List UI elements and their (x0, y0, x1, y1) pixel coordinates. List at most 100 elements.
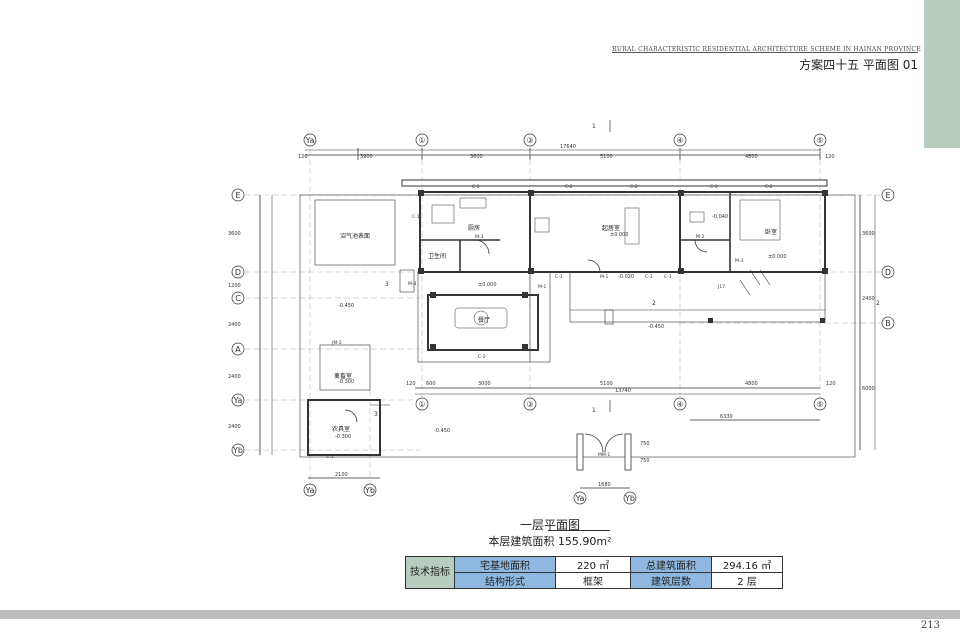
tech-table-header: 技术指标 (405, 556, 455, 589)
axis-bottom-2: ③ (526, 400, 533, 409)
structure-value: 框架 (555, 572, 631, 589)
plan-caption-title: 一层平面图 (519, 518, 580, 532)
dim-misc-2: 6330 (720, 414, 733, 420)
win-7: C-1 (645, 274, 653, 280)
elev-7: -0.300 (338, 379, 354, 385)
section-mark-3: 2 (876, 300, 880, 307)
room-poultry: 禽畜室 (334, 372, 352, 380)
dim-left-2: 2400 (228, 322, 241, 328)
section-mark-0: 1 (592, 123, 596, 130)
door-6: M-1 (538, 284, 547, 290)
dim-bottom-5: 120 (826, 381, 836, 387)
dim-misc-4: 750 (640, 458, 650, 464)
room-biogas: 沼气池表面 (340, 232, 370, 240)
dim-right-1: 2400 (862, 296, 875, 302)
dim-bottom-3: 5100 (600, 381, 613, 387)
tech-indicator-table: 技术指标 宅基地面积 220 ㎡ 总建筑面积 294.16 ㎡ 结构形式 框架 … (405, 556, 783, 589)
door-5: MM-1 (598, 452, 610, 458)
win-6: C-1 (555, 274, 563, 280)
dim-left-4: 2400 (228, 424, 241, 430)
dim-top-4: 4800 (745, 154, 758, 160)
dim-bottom-0: 120 (406, 381, 416, 387)
header-rule (612, 52, 918, 53)
win-2: C-2 (630, 184, 638, 190)
axis-bottom-3: ④ (676, 400, 683, 409)
axis-left-5: Yb (232, 446, 243, 455)
win-3: C-1 (710, 184, 718, 190)
axis-bottom-4: ⑤ (816, 400, 823, 409)
dim-misc-1: 1680 (598, 482, 611, 488)
axis-right-1: D (885, 268, 891, 277)
elev-5: -0.450 (648, 324, 664, 330)
caption-rule (548, 530, 610, 531)
plan-caption-area: 本层建筑面积 155.90m² (488, 535, 612, 548)
section-mark-1: 1 (592, 407, 596, 414)
door-7: JM-2 (331, 340, 342, 346)
axis-top-1: ① (418, 136, 425, 145)
axis-left-2: C (235, 294, 241, 303)
axis-left-3: A (235, 345, 241, 354)
axis-left-4: Ya (233, 396, 243, 405)
total-area-label: 总建筑面积 (630, 556, 712, 573)
elev-0: ±0.000 (478, 282, 497, 288)
structure-label: 结构形式 (454, 572, 556, 589)
door-1: M-3 (408, 281, 417, 287)
room-bedroom: 卧室 (765, 228, 777, 236)
door-3: M-2 (696, 234, 705, 240)
floors-value: 2 层 (711, 572, 783, 589)
dim-right-0: 3600 (862, 231, 875, 237)
win-4: C-2 (765, 184, 773, 190)
axis-top-0: Ya (305, 136, 315, 145)
dim-top-1: 3900 (360, 154, 373, 160)
win-5: C-1 (412, 214, 420, 220)
side-tab (924, 0, 960, 148)
header-title: 方案四十五 平面图 01 (799, 58, 918, 72)
room-dining: 餐厅 (478, 316, 490, 324)
axis-bottom-yb: Yb (364, 486, 375, 495)
dim-top-3: 5100 (600, 154, 613, 160)
elev-6: -0.450 (434, 428, 450, 434)
dim-bottom-4: 4800 (745, 381, 758, 387)
section-mark-2: 2 (652, 300, 656, 307)
elev-2: ±0.000 (768, 254, 787, 260)
elev-3: -0.020 (618, 274, 634, 280)
axis-bottom-ya2: Ya (575, 494, 585, 503)
axis-bottom-ya: Ya (305, 486, 315, 495)
dim-bottom-1: 600 (426, 381, 436, 387)
axis-top-3: ④ (676, 136, 683, 145)
dim-misc-0: 2100 (335, 472, 348, 478)
win-1: C-2 (565, 184, 573, 190)
site-area-label: 宅基地面积 (454, 556, 556, 573)
footer-bar (0, 610, 960, 619)
axis-left-1: D (235, 268, 241, 277)
door-8: J17 (717, 284, 725, 290)
door-0: M-3 (475, 234, 484, 240)
win-0: C-1 (472, 184, 480, 190)
dim-top-2: 3600 (470, 154, 483, 160)
section-mark-5: 3 (374, 411, 378, 418)
room-bathroom: 卫生间 (428, 252, 446, 260)
axis-right-2: B (885, 319, 891, 328)
door-4: M-3 (735, 258, 744, 264)
dim-left-1: 1200 (228, 283, 241, 289)
elev-9: -0.040 (712, 214, 728, 220)
dim-top-0: 120 (298, 154, 308, 160)
axis-bottom-1: ① (418, 400, 425, 409)
axis-left-0: E (235, 191, 240, 200)
dim-right-2: 6000 (862, 386, 875, 392)
dim-bottom-2: 3000 (478, 381, 491, 387)
room-kitchen: 厨房 (468, 224, 480, 232)
site-area-value: 220 ㎡ (555, 556, 631, 573)
room-living: 起居室 (602, 224, 620, 232)
total-area-value: 294.16 ㎡ (711, 556, 783, 573)
elev-1: ±0.000 (610, 232, 629, 238)
axis-bottom-yb2: Yb (624, 494, 635, 503)
header-subtitle: RURAL CHARACTERISTIC RESIDENTIAL ARCHITE… (612, 46, 921, 53)
axis-right-0: E (885, 191, 890, 200)
dim-left-3: 2400 (228, 374, 241, 380)
dim-top-total: 17640 (560, 144, 576, 150)
win-9: C-1 (326, 454, 334, 460)
room-tools: 农具室 (332, 425, 350, 433)
elev-4: -0.450 (338, 303, 354, 309)
door-2: M-1 (600, 274, 609, 280)
